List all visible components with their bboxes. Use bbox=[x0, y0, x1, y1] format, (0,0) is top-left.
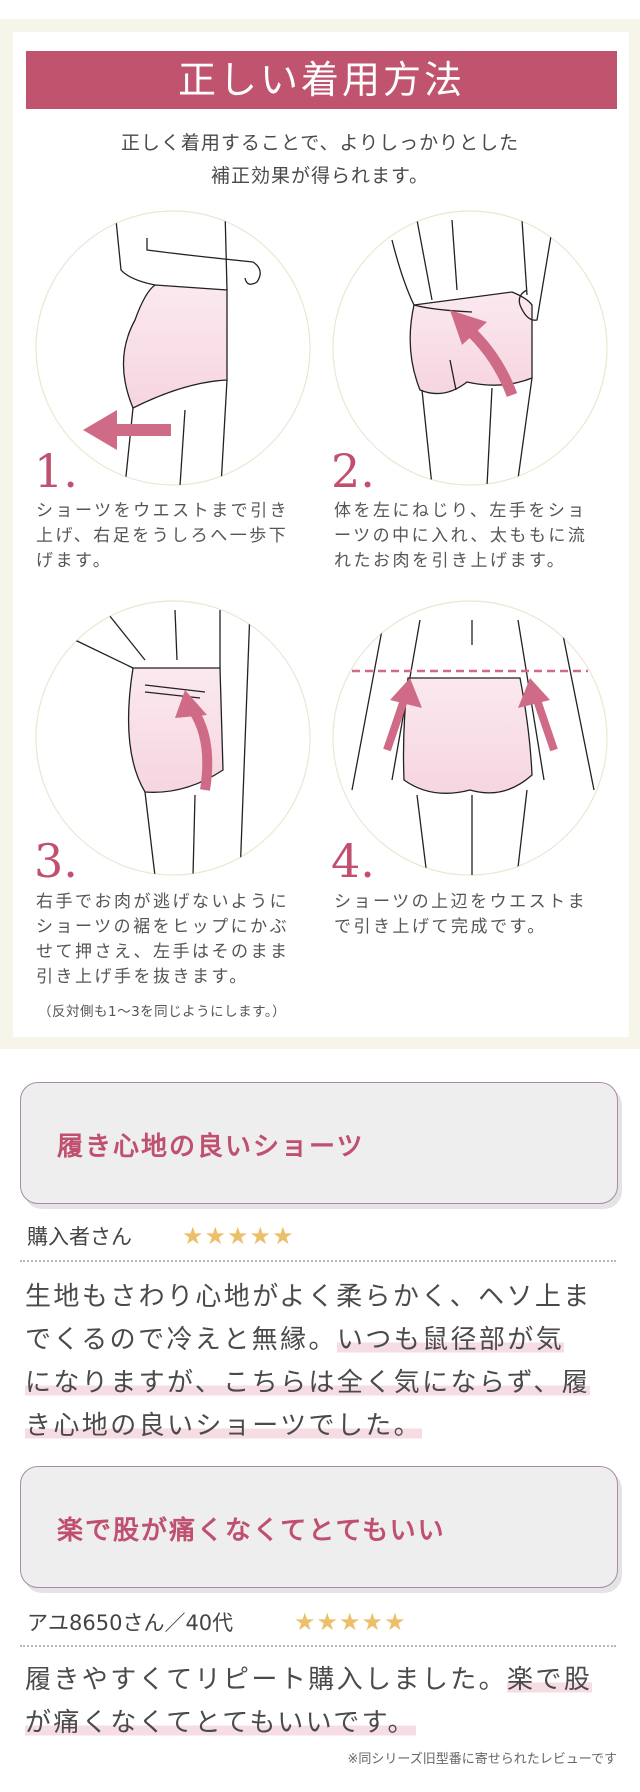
review-highlight: いつも鼠径部が気 bbox=[336, 1325, 565, 1355]
step-number: 2. bbox=[331, 444, 375, 498]
step-2-illustration bbox=[332, 210, 608, 486]
review-text: 生地もさわり心地がよく柔らかく、ヘソ上ま bbox=[25, 1282, 592, 1312]
review-text: 履きやすくてリピート購入しました。 bbox=[25, 1665, 508, 1695]
review-title-box bbox=[20, 1082, 618, 1204]
step-3-text: 右手でお肉が逃げないように ショーツの裾をヒップにかぶ せて押さえ、左手はそのま… bbox=[36, 890, 326, 990]
step-line: 上げ、右足をうしろへ一歩下 bbox=[36, 526, 289, 546]
step-line: れたお肉を引き上げます。 bbox=[334, 551, 567, 571]
footnote: ※同シリーズ旧型番に寄せられたレビューです bbox=[347, 1752, 617, 1767]
step-3-illustration bbox=[35, 600, 311, 876]
review-text: でくるので冷えと無縁。 bbox=[25, 1325, 337, 1355]
step-1-illustration bbox=[35, 210, 311, 486]
arrow-up-icon bbox=[383, 678, 558, 752]
step-3-note: （反対側も1〜3を同じようにします。） bbox=[38, 1004, 287, 1020]
step-number: 1. bbox=[34, 444, 78, 498]
step-2-text: 体を左にねじり、左手をショ ーツの中に入れ、太ももに流 れたお肉を引き上げます。 bbox=[334, 499, 624, 574]
review-line: き心地の良いショーツでした。 bbox=[25, 1405, 625, 1448]
review-highlight: き心地の良いショーツでした。 bbox=[25, 1411, 423, 1441]
step-number: 4. bbox=[331, 834, 375, 888]
step-line: せて押さえ、左手はそのまま bbox=[36, 942, 290, 962]
step-line: 体を左にねじり、左手をショ bbox=[334, 501, 587, 521]
step-line: 引き上げ手を抜きます。 bbox=[36, 967, 249, 987]
arrow-up-curve-icon bbox=[175, 690, 213, 791]
guide-title: 正しい着用方法 bbox=[26, 51, 617, 109]
divider bbox=[20, 1645, 616, 1647]
review-title: 履き心地の良いショーツ bbox=[57, 1132, 365, 1162]
step-line: ーツの中に入れ、太ももに流 bbox=[334, 526, 588, 546]
step-line: ショーツの裾をヒップにかぶ bbox=[36, 917, 290, 937]
reviewer-name: アユ8650さん／40代 bbox=[27, 1611, 234, 1635]
review-title: 楽で股が痛くなくてとてもいい bbox=[57, 1516, 446, 1546]
guide-card bbox=[13, 32, 629, 1037]
step-4-text: ショーツの上辺をウエストま で引き上げて完成です。 bbox=[334, 890, 624, 940]
guide-subtitle: 正しく着用することで、よりしっかりとした bbox=[120, 132, 520, 154]
arrow-up-curve-icon bbox=[450, 310, 518, 397]
review-line: が痛くなくてとてもいいです。 bbox=[25, 1702, 625, 1745]
review-body: 履きやすくてリピート購入しました。楽で股 が痛くなくてとてもいいです。 bbox=[25, 1659, 625, 1745]
review-line: 生地もさわり心地がよく柔らかく、ヘソ上ま bbox=[25, 1276, 625, 1319]
star-rating: ★★★★★ bbox=[294, 1608, 407, 1636]
review-line: 履きやすくてリピート購入しました。楽で股 bbox=[25, 1659, 625, 1702]
arrow-left-icon bbox=[83, 410, 171, 450]
review-line: になりますが、こちらは全く気にならず、履 bbox=[25, 1362, 625, 1405]
step-line: ショーツの上辺をウエストま bbox=[334, 892, 588, 912]
step-4-illustration bbox=[332, 600, 608, 876]
guide-subtitle: 補正効果が得られます。 bbox=[210, 165, 430, 187]
step-line: げます。 bbox=[36, 551, 113, 571]
step-line: 右手でお肉が逃げないように bbox=[36, 892, 290, 912]
star-rating: ★★★★★ bbox=[182, 1222, 295, 1250]
step-line: で引き上げて完成です。 bbox=[334, 917, 547, 937]
review-highlight: になりますが、こちらは全く気にならず、履 bbox=[25, 1368, 591, 1398]
review-body: 生地もさわり心地がよく柔らかく、ヘソ上ま でくるので冷えと無縁。いつも鼠径部が気… bbox=[25, 1276, 625, 1448]
step-1-text: ショーツをウエストまで引き 上げ、右足をうしろへ一歩下 げます。 bbox=[36, 499, 326, 574]
step-line: ショーツをウエストまで引き bbox=[36, 501, 290, 521]
divider bbox=[20, 1260, 616, 1262]
reviewer-name: 購入者さん bbox=[27, 1225, 132, 1249]
review-title-box bbox=[20, 1466, 618, 1588]
review-highlight: 楽で股 bbox=[507, 1665, 593, 1695]
review-line: でくるので冷えと無縁。いつも鼠径部が気 bbox=[25, 1319, 625, 1362]
step-number: 3. bbox=[34, 834, 78, 888]
review-highlight: が痛くなくてとてもいいです。 bbox=[25, 1708, 416, 1738]
